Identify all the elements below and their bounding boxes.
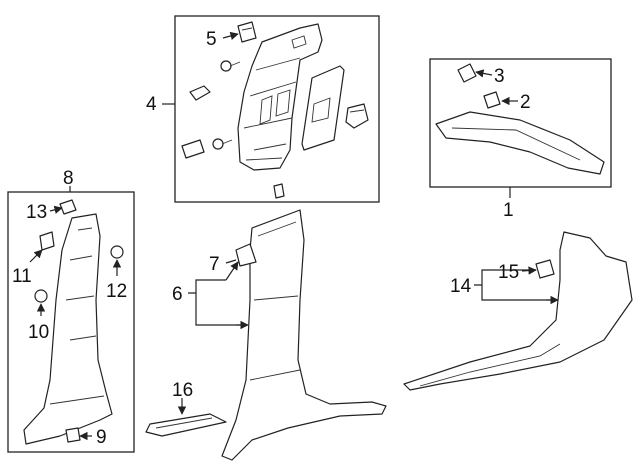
- belt-guide: [345, 103, 369, 129]
- trim-clip-bracket: [181, 139, 205, 159]
- clip-15: [535, 259, 555, 279]
- clip-11: [39, 231, 55, 251]
- trim-clip-small: [189, 85, 211, 101]
- screw-icon: [212, 138, 233, 150]
- trim-panel-vent: [291, 35, 307, 49]
- leader-7: [225, 259, 237, 264]
- pillar-clip-3: [457, 63, 477, 83]
- a-pillar-trim-edge: [451, 127, 581, 161]
- rear-sill-trim: [403, 231, 633, 391]
- callout-13: 13: [26, 202, 47, 223]
- center-pillar-ribs: [249, 221, 301, 381]
- screw-12-icon: [110, 245, 124, 259]
- leader-11: [29, 249, 43, 263]
- leader-5: [222, 31, 239, 41]
- clip-9: [65, 427, 81, 443]
- screw-10-icon: [34, 289, 48, 303]
- lower-pillar-ribs: [49, 227, 105, 405]
- group-box-1: [429, 58, 612, 188]
- callout-12: 12: [106, 281, 127, 302]
- sill-plate-groove: [155, 417, 213, 429]
- callout-1: 1: [503, 200, 514, 221]
- lower-pillar-trim: [23, 213, 113, 445]
- leader-15: [521, 266, 537, 275]
- callout-3: 3: [494, 66, 505, 87]
- callout-15: 15: [498, 262, 519, 283]
- sill-plate: [145, 413, 227, 437]
- upper-quarter-trim-panel: [237, 23, 323, 171]
- cover-panel-handle: [311, 97, 331, 123]
- callout-7: 7: [209, 254, 220, 275]
- cover-panel: [301, 65, 345, 151]
- group-box-8: [7, 191, 135, 453]
- trim-panel-ribs: [243, 57, 301, 129]
- trim-panel-base-lines: [245, 143, 287, 161]
- callout-6: 6: [172, 284, 183, 305]
- fastener-7: [235, 243, 257, 267]
- leader-13: [49, 205, 63, 214]
- callout-9: 9: [96, 427, 107, 448]
- group-box-4: [174, 15, 380, 203]
- leader-6-bracket: [188, 279, 244, 326]
- callout-11: 11: [12, 266, 32, 287]
- clip-13: [59, 199, 77, 215]
- trim-pin: [273, 183, 285, 199]
- leader-3: [475, 69, 493, 78]
- belt-guide-slot: [349, 109, 365, 113]
- callout-8: 8: [63, 168, 74, 189]
- callout-4: 4: [146, 94, 157, 115]
- leader-6a: [225, 261, 239, 281]
- pillar-clip-2: [483, 91, 501, 109]
- leader-14-bracket: [474, 269, 556, 301]
- center-pillar-trim: [221, 209, 387, 461]
- callout-14: 14: [450, 276, 472, 297]
- screw-icon: [220, 60, 241, 72]
- callout-5: 5: [206, 29, 217, 50]
- rear-sill-edge: [419, 343, 561, 387]
- fastener-5-icon: [237, 21, 257, 43]
- callout-16: 16: [172, 380, 193, 401]
- callout-10: 10: [28, 322, 49, 343]
- a-pillar-trim: [435, 111, 605, 175]
- callout-2: 2: [520, 92, 531, 113]
